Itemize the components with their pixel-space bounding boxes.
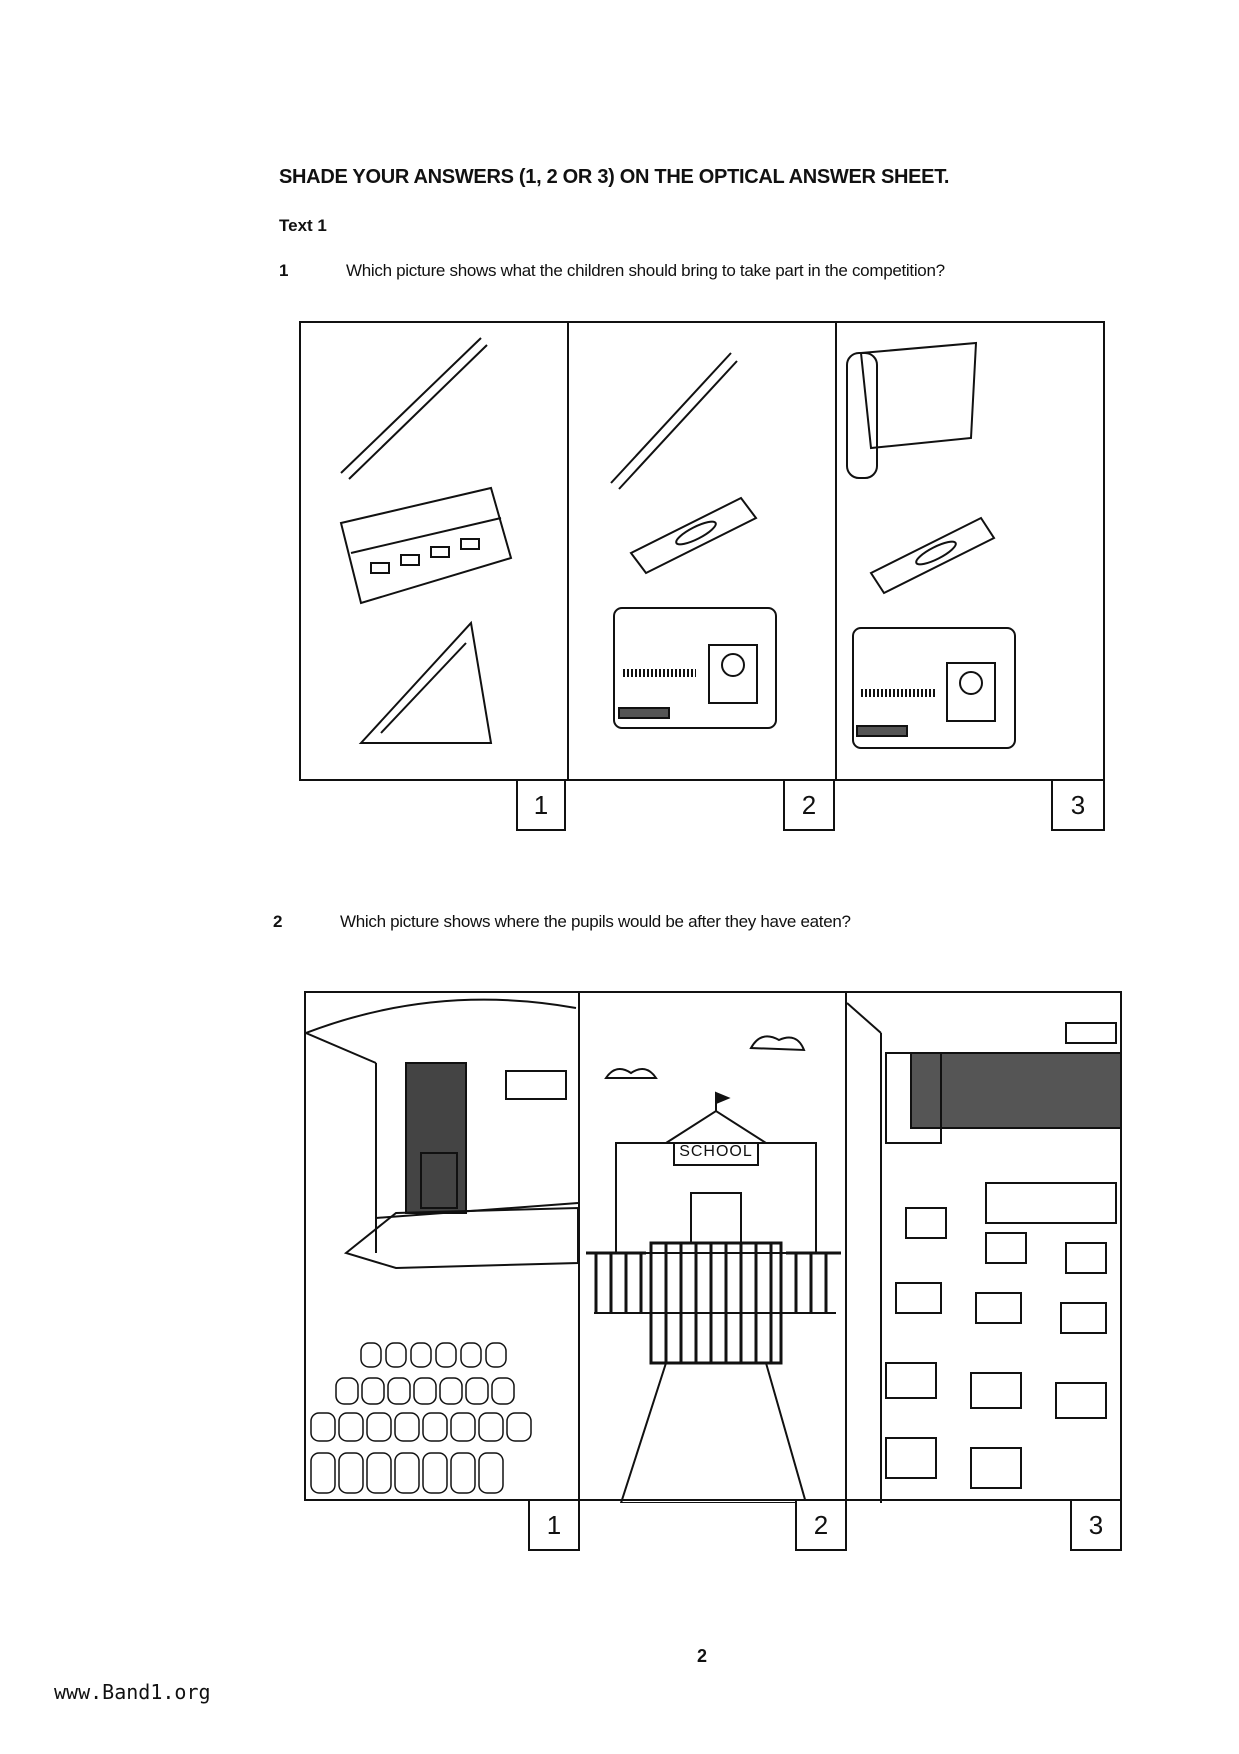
section-title: Text 1	[279, 216, 327, 235]
question-2-pictures: SCHOOL	[304, 991, 1122, 1503]
instruction-heading: SHADE YOUR ANSWERS (1, 2 OR 3) ON THE OP…	[279, 166, 950, 188]
question-1-illustrations	[339, 337, 1016, 749]
option-2-label: 2	[783, 779, 835, 831]
question-1-number: 1	[279, 261, 289, 280]
sandwich-icon	[358, 620, 493, 744]
option-3-label: 3	[1070, 1499, 1122, 1551]
question-1-text: Which picture shows what the children sh…	[346, 261, 945, 280]
id-card-icon	[613, 607, 777, 729]
paper-roll-icon	[846, 341, 978, 479]
hall-stage-icon	[306, 998, 579, 1270]
option-1-label: 1	[528, 1499, 580, 1551]
question-1-pictures	[299, 321, 1105, 781]
classroom-icon	[846, 1002, 1122, 1503]
option-1-label: 1	[516, 779, 566, 831]
school-building-icon	[594, 1035, 836, 1503]
question-2-number: 2	[273, 912, 283, 931]
website-watermark: www.Band1.org	[54, 1680, 211, 1704]
question-2-text: Which picture shows where the pupils wou…	[340, 912, 851, 931]
paint-box-icon	[339, 486, 513, 605]
school-sign: SCHOOL	[679, 1143, 753, 1160]
school-gate-icon	[586, 1241, 841, 1365]
page-number: 2	[697, 1646, 708, 1666]
option-3-label: 3	[1051, 779, 1105, 831]
option-2-label: 2	[795, 1499, 847, 1551]
question-2-illustrations	[306, 998, 1122, 1503]
crayon-icon	[869, 516, 996, 595]
crayon-icon	[629, 496, 758, 575]
audience-chairs-icon	[310, 1342, 532, 1494]
pencil-icon	[340, 337, 488, 480]
id-card-icon	[852, 627, 1016, 749]
pencil-icon	[610, 352, 738, 490]
